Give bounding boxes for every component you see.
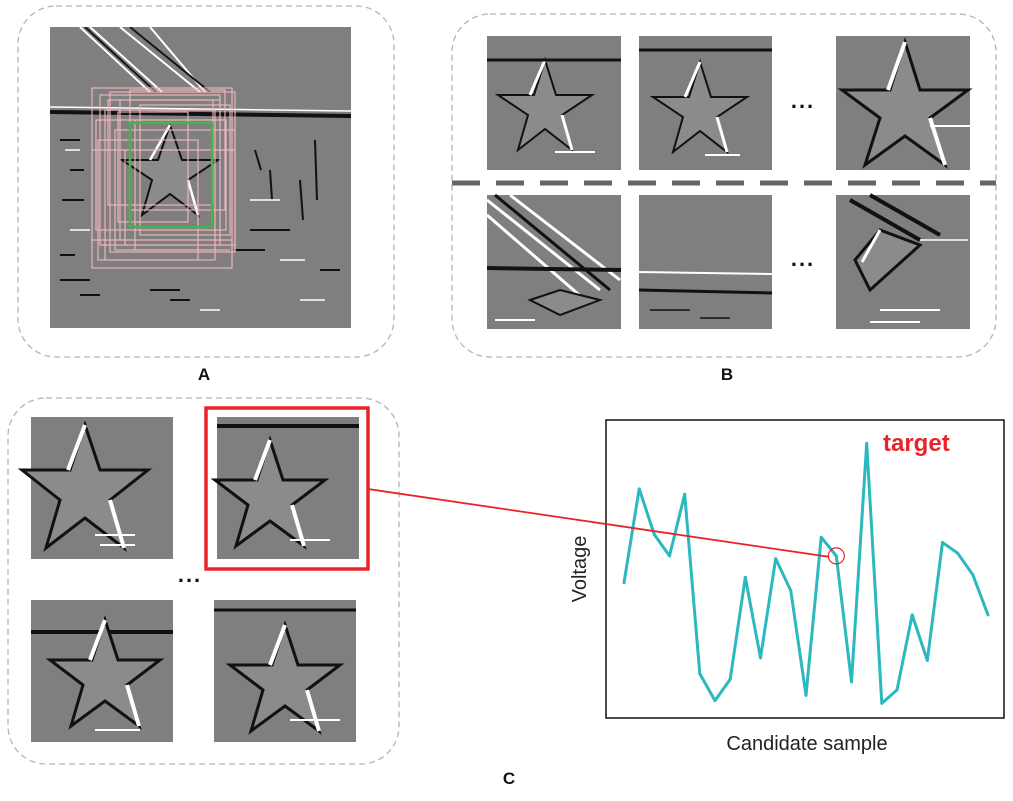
chart-series	[622, 441, 990, 705]
panel-c-thumb-3	[31, 600, 173, 742]
data-point	[713, 699, 717, 703]
panel-b-bottom-thumb-2	[638, 195, 773, 329]
highlight-box	[204, 406, 370, 571]
data-point	[728, 677, 732, 681]
voltage-chart: Voltage Candidate sample target	[569, 419, 1005, 755]
target-marker	[827, 547, 845, 565]
panel-c-ellipsis: ...	[178, 562, 202, 587]
data-point	[652, 533, 656, 536]
panel-b-top-thumb-1	[487, 36, 621, 170]
panel-c-label: C	[503, 769, 515, 788]
panel-b-label: B	[721, 365, 733, 384]
panel-c-border	[7, 397, 400, 765]
panel-b: ... ...	[451, 13, 997, 384]
panel-b-top-thumb-2	[639, 36, 772, 170]
data-point	[743, 575, 747, 579]
data-point	[622, 581, 626, 585]
data-point	[865, 441, 869, 445]
data-point	[834, 554, 838, 558]
panel-b-bottom-ellipsis: ...	[791, 246, 815, 271]
data-point	[910, 613, 914, 617]
data-point	[804, 693, 808, 697]
chart-frame	[605, 419, 1005, 719]
data-point	[895, 688, 899, 692]
data-point	[698, 672, 702, 676]
data-point	[986, 613, 990, 617]
panel-a-border	[17, 5, 395, 358]
panel-c-thumb-4	[214, 600, 356, 742]
data-point	[774, 557, 778, 561]
data-point	[789, 589, 793, 593]
target-annotation: target	[883, 430, 950, 457]
data-point	[956, 551, 960, 555]
selected-box	[128, 121, 214, 229]
panel-b-top-ellipsis: ...	[791, 88, 815, 113]
y-axis-label: Voltage	[569, 536, 591, 603]
data-point	[683, 492, 687, 496]
panel-b-bottom-thumb-3	[836, 193, 970, 329]
data-point	[637, 487, 641, 491]
panel-a: A	[17, 5, 395, 384]
data-point	[668, 554, 671, 558]
data-point	[880, 701, 884, 705]
panel-b-top-thumb-3	[836, 36, 973, 170]
panel-c: ... C	[7, 397, 515, 788]
x-axis-label: Candidate sample	[726, 733, 887, 755]
data-point	[819, 535, 823, 539]
data-point	[759, 656, 762, 660]
panel-a-label: A	[198, 365, 210, 384]
data-point	[941, 541, 944, 544]
data-point	[971, 573, 975, 577]
panel-b-bottom-thumb-1	[486, 193, 622, 329]
connector-line	[367, 488, 830, 558]
panel-c-thumb-1	[17, 417, 173, 559]
panel-a-image	[50, 27, 351, 328]
data-point	[925, 658, 929, 662]
data-point	[850, 680, 853, 684]
panel-c-thumb-2	[210, 417, 359, 559]
